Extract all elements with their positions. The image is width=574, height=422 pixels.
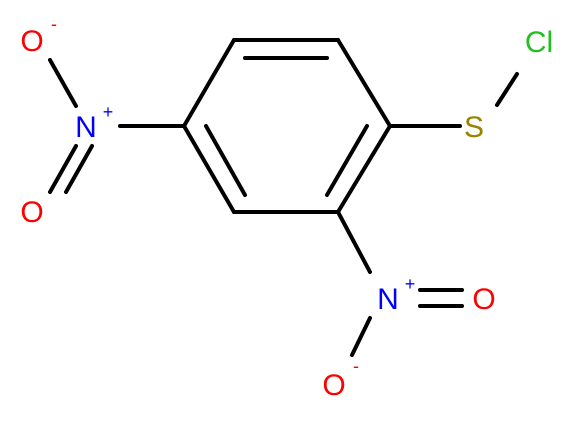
bond-ring-nitro-bottom	[336, 210, 372, 274]
nitro-bottom-nitrogen-label: N	[377, 283, 399, 316]
nitro-bottom-oxygen-anion-charge: -	[353, 356, 359, 376]
ring-bond-lower-left	[182, 124, 236, 214]
nitro-left-oxygen-anion-label: O	[20, 25, 43, 58]
sulfur-atom-label: S	[464, 111, 484, 144]
bond-nitro-bottom-o-minus	[350, 316, 372, 357]
chlorine-atom-label: Cl	[525, 26, 553, 59]
substituent-bonds	[48, 58, 519, 357]
ring-bond-upper-left	[182, 38, 236, 128]
nitro-left-oxygen-double-label: O	[20, 196, 43, 229]
nitro-left-nitrogen-label: N	[75, 111, 97, 144]
nitro-bottom-oxygen-anion-label: O	[322, 369, 345, 402]
nitro-bottom-oxygen-double-label: O	[472, 283, 495, 316]
bond-nitro-left-o-double-b	[64, 144, 94, 194]
bond-nitro-left-o-minus	[48, 58, 78, 108]
nitro-left-nitrogen-charge: +	[103, 102, 114, 122]
nitro-left-oxygen-anion-charge: -	[51, 14, 57, 34]
benzene-ring	[182, 38, 392, 214]
ring-bond-lower-right	[336, 124, 392, 214]
ring-bond-upper-right	[336, 38, 392, 128]
nitro-bottom-nitrogen-charge: +	[405, 274, 416, 294]
bond-sulfur-chlorine	[495, 72, 519, 107]
bond-nitro-left-o-double-a	[48, 144, 78, 194]
ring-bond-lower-left-inner	[204, 124, 247, 197]
ring-bond-lower-right-inner	[325, 124, 369, 197]
